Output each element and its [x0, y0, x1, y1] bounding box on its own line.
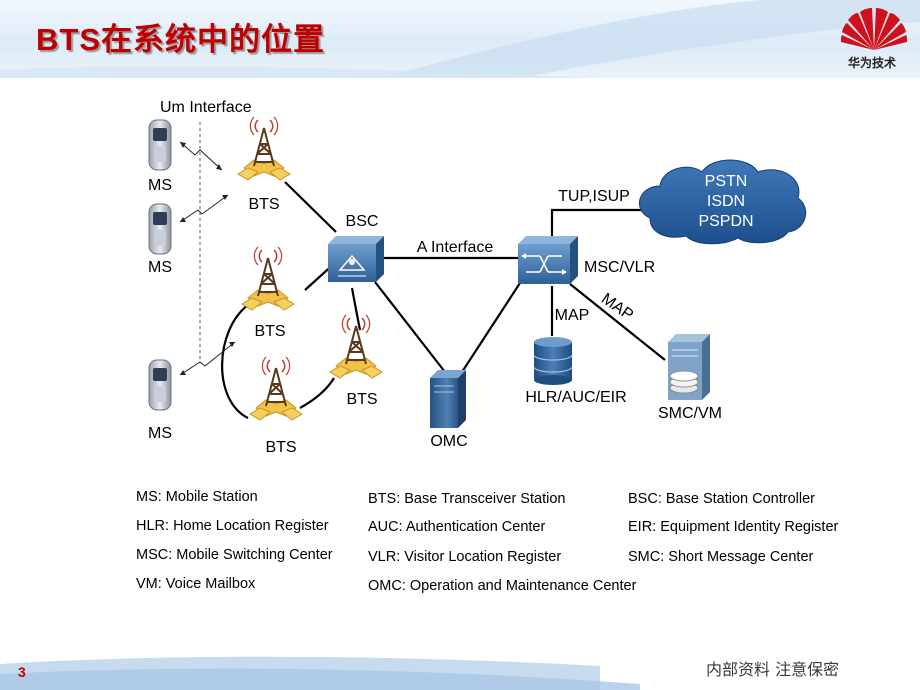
mobile-phone-icon	[148, 203, 172, 255]
tup-isup-label: TUP,ISUP	[558, 188, 630, 205]
mobile-phone-icon	[148, 119, 172, 171]
legend-item: HLR: Home Location Register	[136, 518, 329, 534]
bts-label-2: BTS	[254, 323, 285, 340]
legend-item: BTS: Base Transceiver Station	[368, 491, 566, 507]
bts-tower-icon	[249, 356, 303, 421]
bts-label-4: BTS	[265, 439, 296, 456]
bts-label-1: BTS	[248, 196, 279, 213]
legend-item: EIR: Equipment Identity Register	[628, 519, 839, 535]
legend-item: VM: Voice Mailbox	[136, 576, 256, 592]
legend-item: MS: Mobile Station	[136, 489, 258, 505]
legend-item: MSC: Mobile Switching Center	[136, 547, 333, 563]
cloud-line-2: ISDN	[707, 193, 745, 210]
um-interface-label: Um Interface	[160, 99, 252, 116]
omc-server-icon	[430, 370, 466, 428]
omc-label: OMC	[430, 433, 467, 450]
bsc-switch-icon	[328, 236, 384, 282]
ms-label-2: MS	[148, 259, 172, 276]
smc-server-icon	[668, 334, 710, 400]
network-diagram: PSTN ISDN PSPDN Um Interface MS MS MS BT…	[148, 99, 807, 456]
ms-label-1: MS	[148, 177, 172, 194]
hlr-auc-eir-label: HLR/AUC/EIR	[525, 389, 626, 406]
bts-label-3: BTS	[346, 391, 377, 408]
smc-vm-label: SMC/VM	[658, 405, 722, 422]
mobile-phone-icon	[148, 359, 172, 411]
bts-tower-icon	[241, 246, 295, 311]
huawei-logo-icon	[841, 8, 907, 50]
msc-vlr-label: MSC/VLR	[584, 259, 655, 276]
legend-item: OMC: Operation and Maintenance Center	[368, 578, 637, 594]
legend-item: AUC: Authentication Center	[368, 519, 546, 535]
hlr-database-icon	[533, 337, 573, 385]
ms-label-3: MS	[148, 425, 172, 442]
confidential-note: 内部资料 注意保密	[706, 660, 840, 679]
logo-text: 华为技术	[847, 56, 896, 70]
pstn-cloud-icon: PSTN ISDN PSPDN	[639, 159, 807, 245]
legend-item: VLR: Visitor Location Register	[368, 549, 562, 565]
legend-item: BSC: Base Station Controller	[628, 491, 815, 507]
bts-tower-icon	[329, 314, 383, 379]
page-number: 3	[18, 664, 26, 680]
msc-switch-icon	[518, 236, 578, 284]
cloud-line-3: PSPDN	[698, 213, 753, 230]
map-label-1: MAP	[555, 307, 590, 324]
a-interface-label: A Interface	[417, 239, 494, 256]
wireless-links	[179, 141, 236, 376]
bsc-label: BSC	[346, 213, 379, 230]
cloud-line-1: PSTN	[705, 173, 748, 190]
legend-item: SMC: Short Message Center	[628, 549, 814, 565]
page-title: BTS在系统中的位置	[36, 22, 325, 57]
header-wave-decoration	[0, 0, 920, 78]
bts-tower-icon	[237, 116, 291, 181]
footer-band	[0, 650, 920, 690]
map-label-2: MAP	[598, 290, 636, 324]
